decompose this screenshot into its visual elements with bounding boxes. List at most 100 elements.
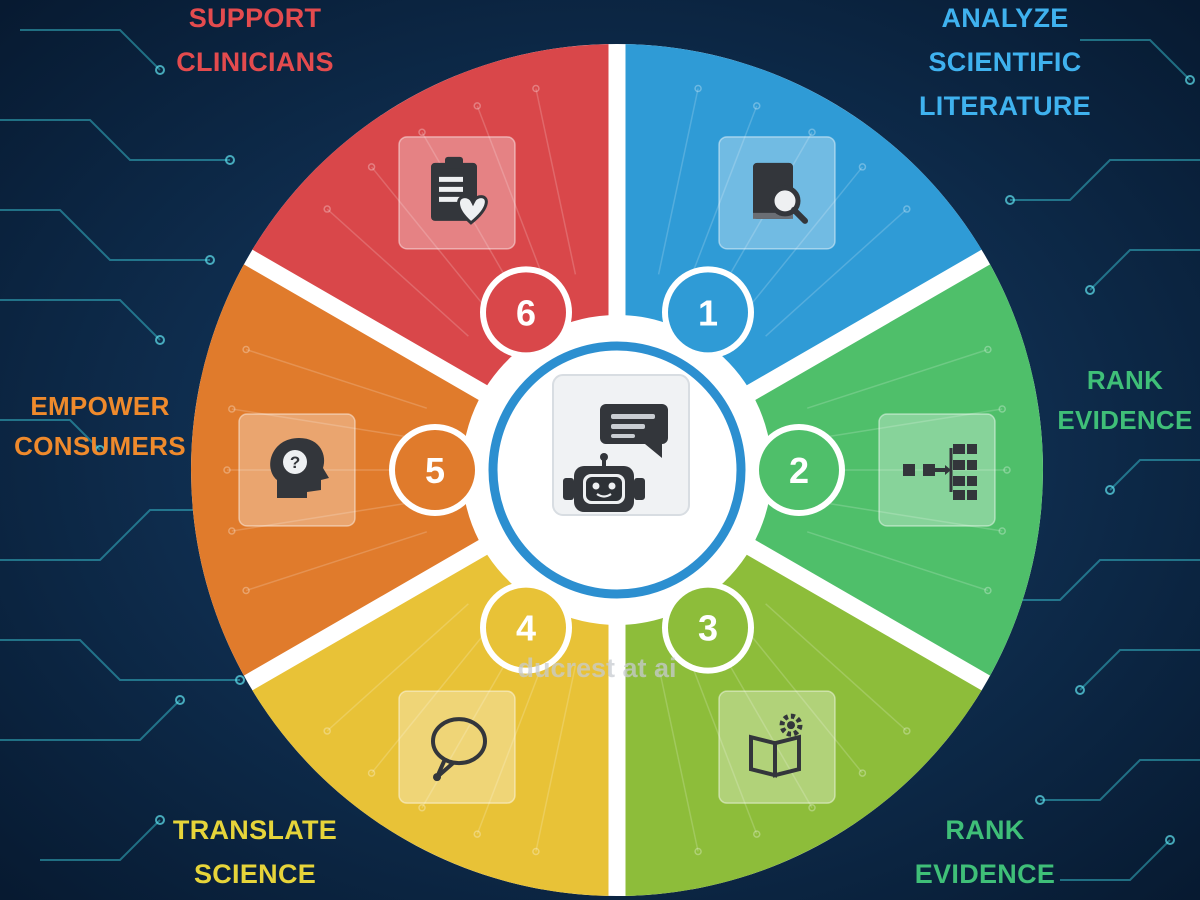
circuit-trace	[1109, 459, 1200, 491]
segment-trace	[806, 531, 989, 592]
segment-node	[418, 803, 426, 812]
circuit-node	[155, 65, 165, 75]
segment-trace	[765, 208, 908, 337]
segment-trace	[814, 500, 1003, 532]
circuit-node	[225, 155, 235, 165]
segment-node	[242, 586, 250, 595]
segment-node	[858, 769, 867, 777]
book-gear-icon	[749, 713, 803, 778]
circuit-node	[235, 675, 245, 685]
segment-node	[808, 128, 816, 137]
number-badge	[395, 430, 475, 510]
segment-trace	[742, 166, 864, 316]
segment-node	[228, 527, 236, 535]
label-line: TRANSLATE	[172, 815, 338, 845]
segment-trace	[245, 348, 428, 409]
hierarchy-flow-icon	[903, 444, 977, 500]
segment-node	[418, 128, 426, 137]
segment-wedge	[191, 264, 479, 676]
segment-node	[532, 847, 540, 856]
label-rank-evidence-3: RANK EVIDENCE	[895, 808, 1075, 896]
segment-node	[984, 586, 992, 595]
segment-trace	[231, 500, 420, 532]
segment-node	[998, 405, 1006, 413]
label-line: EVIDENCE	[1057, 405, 1193, 435]
segment-node	[532, 84, 540, 93]
segment-node	[323, 205, 331, 213]
segment-trace	[806, 348, 989, 409]
circuit-trace	[0, 509, 220, 561]
number-label: 2	[789, 450, 809, 491]
segment-node	[367, 769, 376, 777]
label-line: RANK	[1086, 365, 1164, 395]
segment-trace	[687, 656, 758, 835]
label-line: EMPOWER	[30, 391, 170, 421]
number-label: 5	[425, 450, 445, 491]
watermark: ducrest at ai	[517, 653, 676, 683]
center-hub	[488, 341, 746, 599]
segment-trace	[476, 656, 547, 835]
segment-4: 4	[252, 554, 609, 896]
circuit-trace	[20, 29, 161, 71]
number-label: 6	[516, 292, 536, 333]
segment-node	[984, 345, 992, 354]
segment-trace	[687, 105, 758, 284]
label-line: SUPPORT	[188, 3, 322, 33]
segment-trace	[814, 408, 1003, 440]
circuit-node	[1005, 195, 1015, 205]
circuit-node	[1075, 685, 1085, 695]
label-line: SCIENTIFIC	[928, 47, 1082, 77]
circuit-trace	[1089, 249, 1200, 291]
segment-node	[323, 727, 331, 735]
label-line: RANK	[945, 815, 1025, 845]
segment-trace	[657, 665, 699, 852]
segment-trace	[326, 603, 469, 732]
number-badge	[668, 587, 748, 668]
circuit-node	[1085, 285, 1095, 295]
circuit-trace	[0, 299, 161, 341]
segment-trace	[657, 88, 699, 275]
circuit-node	[1035, 795, 1045, 805]
segment-node	[858, 163, 867, 171]
circuit-node	[205, 255, 215, 265]
circuit-node	[1165, 835, 1175, 845]
circuit-node	[175, 695, 185, 705]
segment-node	[903, 727, 911, 735]
label-line: CONSUMERS	[14, 431, 186, 461]
segment-node	[998, 527, 1006, 535]
circuit-node	[155, 335, 165, 345]
chatbot-robot-icon	[563, 404, 668, 512]
segment-trace	[765, 603, 908, 732]
segment-node	[808, 803, 816, 812]
segment-node	[223, 466, 231, 474]
circuit-node	[1185, 75, 1195, 85]
segment-node	[1003, 466, 1011, 474]
clipboard-heart-icon	[431, 156, 488, 225]
segment-trace	[535, 665, 577, 852]
segment-trace	[370, 166, 492, 316]
speech-bubble-icon	[431, 717, 487, 782]
label-line: ANALYZE	[941, 3, 1069, 33]
label-line: EVIDENCE	[914, 859, 1056, 889]
segment-node	[694, 847, 702, 856]
segment-6: 6	[252, 44, 609, 386]
number-label: 4	[516, 608, 536, 649]
circuit-trace	[0, 699, 181, 741]
circuit-trace	[0, 209, 210, 261]
segment-trace	[535, 88, 577, 275]
number-badge	[759, 430, 839, 510]
segment-trace	[742, 624, 864, 774]
circuit-trace	[1040, 759, 1200, 801]
circuit-node	[1105, 485, 1115, 495]
circuit-node	[155, 815, 165, 825]
segment-trace	[326, 208, 469, 337]
segment-wedge	[755, 264, 1043, 676]
circuit-trace	[1010, 159, 1200, 201]
label-translate-science: TRANSLATE SCIENCE	[150, 808, 360, 896]
segment-5: ?5	[191, 264, 481, 676]
segment-2: 2	[753, 264, 1043, 676]
label-line: SCIENCE	[193, 859, 317, 889]
